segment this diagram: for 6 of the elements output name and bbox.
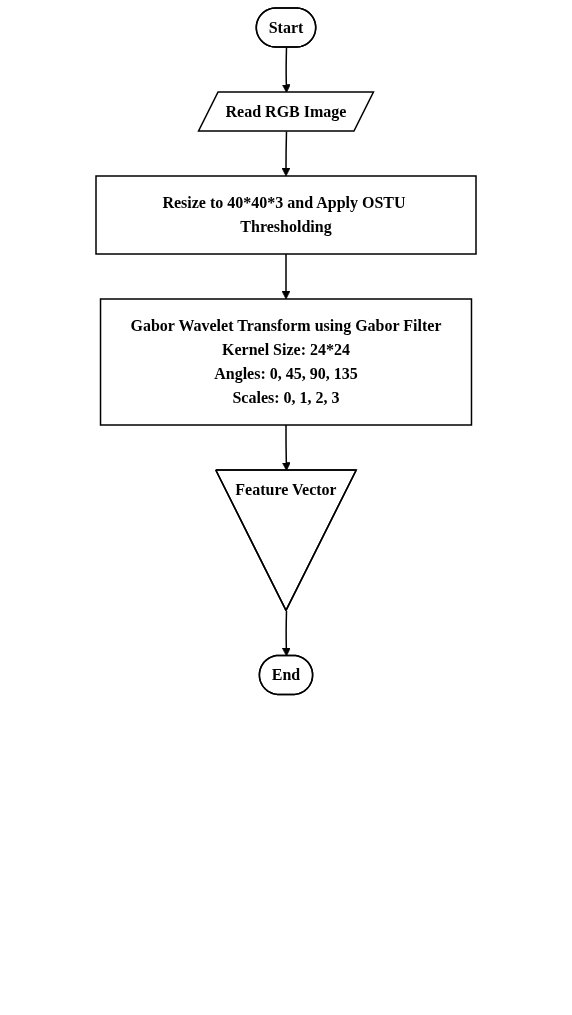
arrow [281, 610, 291, 657]
node-box: Gabor Wavelet Transform using Gabor Filter Kernel Size: 24*24 Angles: 0, 45, 90, 135 Scales: 0, 1, 2, 3 [99, 298, 473, 426]
arrow [281, 253, 291, 300]
arrow [281, 46, 291, 93]
node-box: Resize to 40*40*3 and Apply OSTU Thresholding [95, 175, 477, 255]
arrow [281, 424, 291, 471]
